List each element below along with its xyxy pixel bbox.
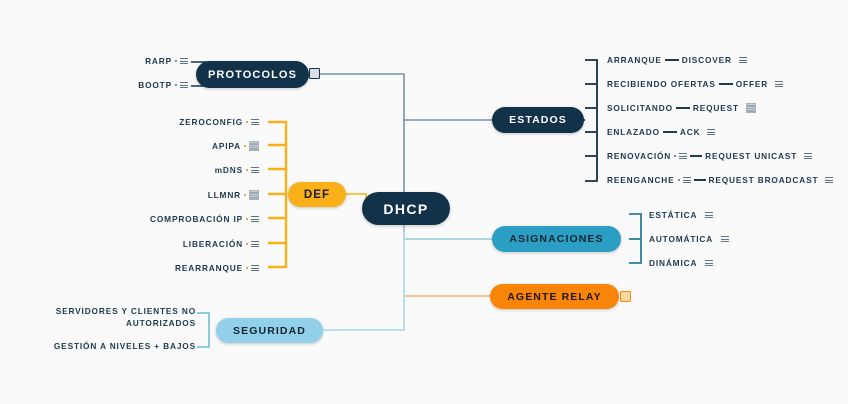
leaf-label: RARP [145, 56, 172, 66]
leaf-message: REQUEST BROADCAST [708, 175, 819, 185]
leaf-message: REQUEST UNICAST [705, 151, 798, 161]
leaf-renovacion[interactable]: RENOVACIÓN REQUEST UNICAST [607, 151, 813, 161]
leaf-label: LIBERACIÓN [182, 239, 243, 249]
node-label: AGENTE RELAY [507, 290, 602, 303]
leaf-zeroconfig[interactable]: ZEROCONFIG [179, 117, 259, 127]
leaf-label: mDNS [214, 165, 243, 175]
leaf-message: DISCOVER [681, 55, 732, 65]
bullet-dot [244, 145, 246, 147]
leaf-bootp[interactable]: BOOTP [138, 80, 188, 90]
leaf-label: RENOVACIÓN [607, 151, 672, 161]
note-icon[interactable] [251, 166, 259, 174]
node-label: ESTADOS [509, 114, 567, 126]
note-icon[interactable] [251, 118, 259, 126]
leaf-recibiendo-ofertas[interactable]: RECIBIENDO OFERTAS OFFER [607, 79, 784, 89]
leaf-mdns[interactable]: mDNS [215, 165, 259, 175]
bullet-dot [175, 60, 177, 62]
leaf-label: SOLICITANDO [607, 103, 673, 113]
leaf-comprobacion-ip[interactable]: COMPROBACIÓN IP [150, 214, 259, 224]
note-icon[interactable] [705, 211, 714, 219]
leaf-liberacion[interactable]: LIBERACIÓN [183, 239, 259, 249]
leaf-label: COMPROBACIÓN IP [150, 214, 243, 224]
connector-dash [690, 155, 703, 157]
node-protocolos[interactable]: PROTOCOLOS [196, 61, 309, 88]
leaf-message: OFFER [735, 79, 769, 89]
bullet-dot [246, 121, 248, 123]
note-icon[interactable] [251, 240, 259, 248]
note-icon[interactable] [180, 81, 188, 89]
leaf-automatica[interactable]: AUTOMÁTICA [649, 234, 730, 244]
node-estados[interactable]: ESTADOS [492, 107, 584, 133]
note-icon-agente-relay[interactable] [620, 291, 631, 302]
note-icon[interactable] [745, 103, 756, 113]
node-seguridad[interactable]: SEGURIDAD [216, 318, 323, 343]
leaf-reenganche[interactable]: REENGANCHE REQUEST BROADCAST [607, 175, 834, 185]
note-icon-protocolos[interactable] [309, 68, 320, 79]
leaf-enlazado[interactable]: ENLAZADO ACK [607, 127, 716, 137]
note-icon[interactable] [804, 152, 813, 160]
leaf-label: DINÁMICA [649, 258, 698, 268]
node-def[interactable]: DEF [288, 182, 346, 207]
leaf-label: ARRANQUE [607, 55, 662, 65]
leaf-rarp[interactable]: RARP [145, 56, 188, 66]
node-dhcp-root[interactable]: DHCP [362, 192, 450, 225]
note-icon[interactable] [682, 176, 691, 184]
leaf-label: GESTIÓN A NIVELES + BAJOS [53, 341, 196, 351]
connector-dash [664, 59, 679, 61]
leaf-dinamica[interactable]: DINÁMICA [649, 258, 714, 268]
leaf-label: ENLAZADO [607, 127, 660, 137]
leaf-label: ESTÁTICA [649, 210, 698, 220]
node-agente-relay[interactable]: AGENTE RELAY [490, 284, 619, 309]
bullet-dot [246, 218, 248, 220]
note-icon[interactable] [705, 259, 714, 267]
bullet-dot [677, 179, 680, 181]
node-label: DEF [303, 188, 331, 201]
leaf-solicitando[interactable]: SOLICITANDO REQUEST [607, 103, 756, 113]
leaf-message: ACK [679, 127, 701, 137]
leaf-label: AUTOMÁTICA [649, 234, 714, 244]
leaf-estatica[interactable]: ESTÁTICA [649, 210, 714, 220]
note-icon[interactable] [738, 56, 747, 64]
leaf-apipa[interactable]: APIPA [212, 141, 259, 151]
bullet-dot [246, 243, 248, 245]
leaf-label: REARRANQUE [175, 263, 243, 273]
node-asignaciones[interactable]: ASIGNACIONES [492, 226, 621, 252]
bullet-dot [244, 194, 246, 196]
node-label: PROTOCOLOS [207, 68, 298, 81]
note-icon[interactable] [679, 152, 688, 160]
leaf-label: ZEROCONFIG [179, 117, 243, 127]
leaf-label: BOOTP [138, 80, 172, 90]
leaf-servidores-no-autorizados[interactable]: SERVIDORES Y CLIENTES NO AUTORIZADOS [46, 305, 196, 329]
note-icon[interactable] [251, 264, 259, 272]
note-icon[interactable] [249, 190, 259, 200]
leaf-label: SERVIDORES Y CLIENTES NO AUTORIZADOS [55, 306, 196, 328]
leaf-label: RECIBIENDO OFERTAS [607, 79, 716, 89]
leaf-label: REENGANCHE [607, 175, 675, 185]
node-label: SEGURIDAD [233, 324, 306, 337]
connector-dash [675, 107, 690, 109]
leaf-label: LLMNR [207, 190, 241, 200]
note-icon[interactable] [180, 57, 188, 65]
bullet-dot [246, 267, 248, 269]
note-icon[interactable] [707, 128, 716, 136]
leaf-rearranque[interactable]: REARRANQUE [175, 263, 259, 273]
bullet-dot [674, 155, 677, 157]
note-icon[interactable] [249, 141, 259, 151]
note-icon[interactable] [825, 176, 834, 184]
leaf-message: REQUEST [692, 103, 739, 113]
connector-dash [662, 131, 677, 133]
note-icon[interactable] [775, 80, 784, 88]
connector-dash [718, 83, 733, 85]
bullet-dot [246, 169, 248, 171]
bullet-dot [175, 84, 177, 86]
leaf-arranque[interactable]: ARRANQUE DISCOVER [607, 55, 747, 65]
node-label: ASIGNACIONES [509, 233, 604, 245]
root-label: DHCP [383, 200, 429, 217]
leaf-gestion-niveles-bajos[interactable]: GESTIÓN A NIVELES + BAJOS [54, 341, 196, 351]
leaf-label: APIPA [212, 141, 241, 151]
note-icon[interactable] [251, 215, 259, 223]
connector-dash [693, 179, 706, 181]
leaf-llmnr[interactable]: LLMNR [208, 190, 259, 200]
note-icon[interactable] [721, 235, 730, 243]
